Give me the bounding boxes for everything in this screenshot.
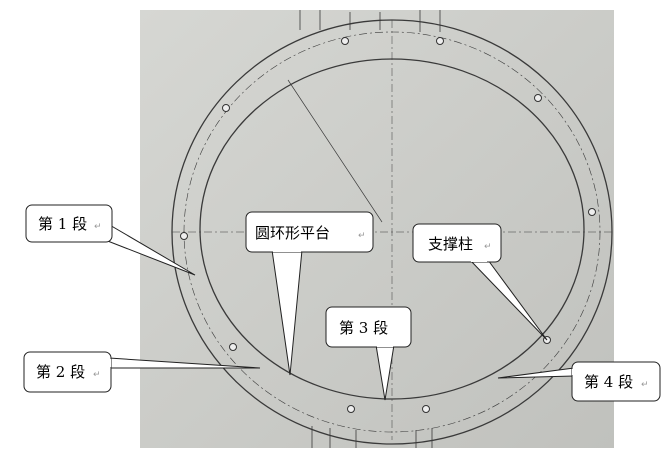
- callout-segment-4: 第 4 段 ↵: [497, 361, 661, 402]
- callout-platform: 圆环形平台 ↵: [245, 211, 374, 376]
- segment-2-label: 第 2 段: [36, 363, 85, 381]
- bottom-supports: [311, 426, 433, 448]
- return-mark: ↵: [484, 242, 492, 252]
- return-mark: ↵: [358, 231, 366, 241]
- column-mark: [436, 37, 444, 45]
- return-mark: ↵: [93, 370, 101, 380]
- column-mark: [341, 37, 349, 45]
- callout-segment-3: 第 3 段: [325, 306, 412, 401]
- ring-drawing: [171, 10, 613, 448]
- support-column-label: 支撑柱: [428, 235, 473, 253]
- platform-label: 圆环形平台: [255, 224, 330, 242]
- column-mark: [422, 405, 430, 413]
- column-mark: [229, 343, 237, 351]
- top-supports: [299, 10, 441, 32]
- column-mark: [534, 94, 542, 102]
- callout-segment-2: 第 2 段 ↵: [23, 351, 261, 393]
- column-mark: [180, 232, 188, 240]
- column-mark: [588, 208, 596, 216]
- segment-1-label: 第 1 段: [38, 215, 87, 233]
- return-mark: ↵: [94, 222, 102, 232]
- return-mark: ↵: [641, 380, 649, 390]
- drawing-photo-background: [140, 10, 614, 448]
- callout-segment-1: 第 1 段 ↵: [25, 204, 196, 276]
- segment-3-label: 第 3 段: [339, 319, 388, 337]
- segment-4-label: 第 4 段: [584, 373, 633, 391]
- callout-support-column: 支撑柱 ↵: [412, 223, 548, 341]
- column-mark: [347, 405, 355, 413]
- radius-line: [287, 79, 383, 223]
- column-mark: [222, 104, 230, 112]
